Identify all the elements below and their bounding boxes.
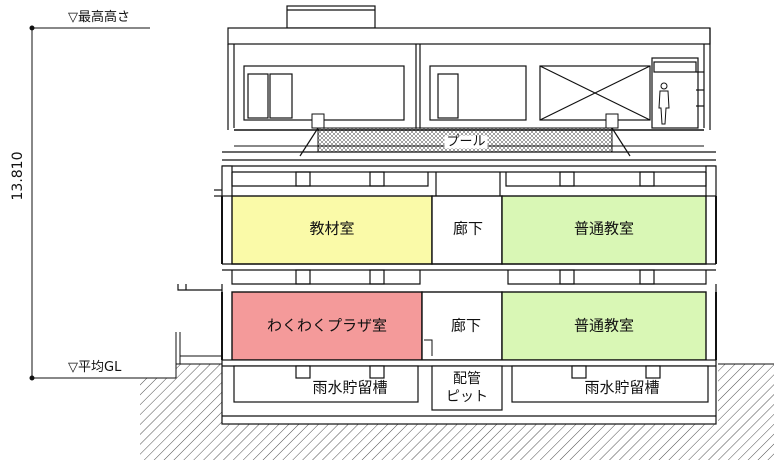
ground-hatch — [140, 363, 774, 460]
upper-slab — [214, 165, 717, 197]
piping-pit-line2: ピット — [446, 389, 488, 405]
floor-2-rooms — [221, 195, 717, 265]
top-height-label: ▽最高高さ — [68, 10, 130, 25]
piping-pit-line1: 配管 — [453, 371, 481, 387]
corridor-2f-fill — [431, 195, 503, 265]
rainwater-tank-right-label: 雨水貯留槽 — [584, 378, 660, 397]
pool-label: プール — [444, 134, 488, 150]
middle-slab — [177, 263, 717, 292]
dimension-lines — [29, 25, 150, 381]
corridor-2f-label: 廊下 — [452, 219, 484, 238]
roof-penthouse — [286, 5, 376, 29]
rainwater-tank-left-label: 雨水貯留槽 — [312, 378, 388, 397]
plaza-room-label: わくわくプラザ室 — [266, 316, 388, 335]
teaching-room-fill — [231, 195, 433, 265]
classroom-1f-fill — [501, 291, 707, 361]
piping-pit-label: 配管 ピット — [446, 370, 488, 406]
classroom-1f-label: 普通教室 — [573, 316, 635, 335]
person-figure-icon — [658, 82, 670, 125]
floor-1-rooms — [221, 291, 717, 361]
classroom-2f-fill — [501, 195, 707, 265]
plaza-room-fill — [231, 291, 423, 361]
teaching-room-label: 教材室 — [309, 219, 355, 238]
height-dimension: 13.810 — [10, 151, 26, 201]
ground-level-label: ▽平均GL — [68, 360, 122, 375]
classroom-2f-label: 普通教室 — [573, 219, 635, 238]
entrance-steps — [175, 332, 222, 364]
corridor-1f-fill — [421, 291, 503, 361]
rooftop-structure — [227, 27, 711, 130]
corridor-1f-label: 廊下 — [450, 316, 482, 335]
basement — [221, 359, 717, 425]
